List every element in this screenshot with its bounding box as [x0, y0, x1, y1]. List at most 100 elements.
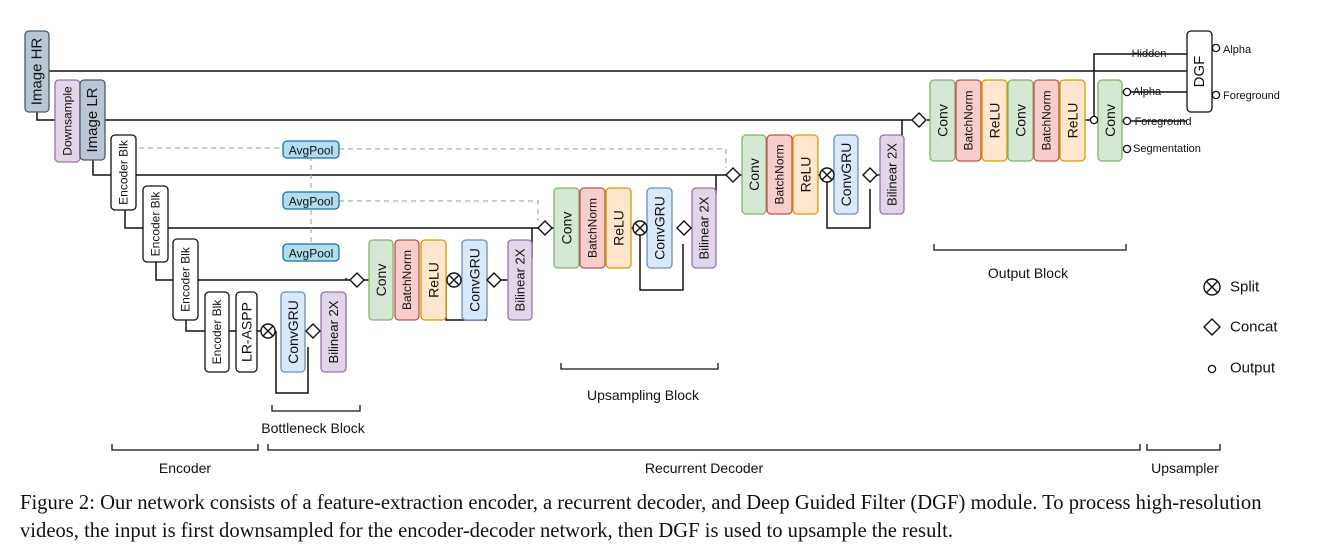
image-hr-block: Image HR [24, 30, 50, 113]
wire-level-4 [155, 262, 350, 281]
split-bottleneck [260, 323, 276, 339]
up3-convgru-label: ConvGRU [838, 143, 854, 207]
concat-up1 [486, 272, 502, 288]
segmentation-label: Segmentation [1133, 143, 1201, 155]
foreground-label: Foreground [1135, 116, 1192, 128]
wire-level-2 [92, 160, 726, 176]
out-relu-2-shape [1059, 79, 1086, 162]
up1-convgru-label: ConvGRU [467, 248, 483, 312]
concat-up2-in [537, 220, 553, 236]
split-up2-cross [634, 222, 646, 234]
lr-aspp-block: LR-ASPP [235, 291, 258, 373]
split-up3-cross [821, 169, 833, 181]
up2-convgru: ConvGRU [646, 187, 673, 269]
encoder-block-4-shape [204, 291, 230, 373]
up3-conv-shape [741, 134, 767, 215]
alpha-output [1122, 87, 1132, 97]
upsampling-bracket [560, 363, 719, 370]
image-lr-block-label: Image LR [84, 87, 101, 152]
hidden-label: Hidden [1132, 48, 1167, 60]
out-batchnorm-1-label: BatchNorm [962, 90, 976, 150]
out-relu-1-label: ReLU [987, 103, 1003, 139]
avgpool-3: AvgPool [282, 243, 340, 262]
up1-conv: Conv [368, 239, 394, 321]
out-conv-1-label: Conv [935, 104, 951, 137]
legend-split-icon [1203, 278, 1221, 296]
encoder-block-4-label: Encoder Blk [210, 299, 224, 365]
encoder-block-3-shape [172, 238, 199, 321]
split-up1 [446, 272, 462, 288]
dgf-block-label: DGF [1191, 56, 1208, 88]
up1-batchnorm: BatchNorm [394, 239, 420, 321]
encoder-block-1-shape [110, 134, 137, 211]
out-relu-2-label: ReLU [1065, 103, 1081, 139]
encoder-block-3-label: Encoder Blk [179, 246, 193, 312]
up2-batchnorm: BatchNorm [579, 187, 606, 269]
avgpool-2-label: AvgPool [289, 195, 333, 209]
avgpool-2: AvgPool [282, 191, 340, 210]
out-conv-1-shape [929, 79, 956, 162]
up3-bilinear: Bilinear 2X [879, 134, 905, 215]
out-batchnorm-1: BatchNorm [955, 79, 982, 162]
avgpool-1-shape [282, 140, 340, 159]
up3-relu-shape [792, 134, 819, 215]
out-conv-1: Conv [929, 79, 956, 162]
avgpool-1: AvgPool [282, 140, 340, 159]
up1-bilinear: Bilinear 2X [507, 239, 533, 321]
avgpool-1-label: AvgPool [289, 144, 333, 158]
upsampler-bracket [1146, 444, 1221, 451]
concat-bottleneck [305, 323, 321, 339]
up3-convgru: ConvGRU [833, 134, 859, 215]
up2-conv: Conv [553, 187, 580, 269]
bottleneck-convgru-shape [280, 291, 306, 373]
up1-relu-shape [420, 239, 447, 321]
wire-hidden [1093, 53, 1187, 120]
image-hr-block-shape [24, 30, 50, 113]
concat-up2 [676, 220, 692, 236]
out-relu-1-shape [981, 79, 1008, 162]
bottleneck-convgru: ConvGRU [280, 291, 306, 373]
wire-enc4 [185, 320, 205, 332]
segmentation-output [1122, 144, 1132, 154]
dgf-alpha-output [1211, 43, 1221, 53]
wire-up3-loop [826, 175, 871, 229]
upsampler-section-label: Upsampler [1151, 460, 1219, 476]
up1-bilinear-shape [507, 239, 533, 321]
out-relu-1: ReLU [981, 79, 1008, 162]
encoder-section-label: Encoder [159, 460, 211, 476]
avgpool-3-shape [282, 243, 340, 262]
up3-bilinear-label: Bilinear 2X [885, 143, 900, 206]
up2-relu-label: ReLU [611, 210, 627, 246]
up2-bilinear-shape [691, 187, 717, 269]
dgf-block: DGF [1186, 30, 1213, 113]
concat-out-in [911, 112, 927, 128]
split-up2 [632, 220, 648, 236]
up3-relu: ReLU [792, 134, 819, 215]
up1-bilinear-label: Bilinear 2X [513, 248, 528, 311]
up1-batchnorm-shape [394, 239, 420, 321]
legend-split-icon-cross [1205, 280, 1219, 294]
up1-batchnorm-label: BatchNorm [400, 250, 414, 310]
encoder-bracket [111, 444, 259, 451]
bottleneck-block-label: Bottleneck Block [261, 420, 365, 436]
up3-batchnorm: BatchNorm [766, 134, 793, 215]
wire-bottleneck-loop [275, 331, 309, 394]
image-lr-block: Image LR [79, 79, 106, 161]
lr-aspp-block-label: LR-ASPP [239, 302, 255, 362]
up3-relu-label: ReLU [798, 157, 814, 193]
legend-split-label: Split [1230, 279, 1260, 296]
upsampling-block-label: Upsampling Block [587, 387, 700, 403]
out-conv-2: Conv [1007, 79, 1034, 162]
encoder-block-3: Encoder Blk [172, 238, 199, 321]
split-bottleneck-cross [262, 325, 274, 337]
out-conv-2-label: Conv [1013, 104, 1029, 137]
wire-up2-loop [639, 228, 684, 291]
legend-concat-icon [1203, 318, 1221, 336]
out-batchnorm-1-shape [955, 79, 982, 162]
legend-concat-label: Concat [1230, 319, 1278, 336]
downsample-block: Downsample [54, 79, 81, 163]
up2-bilinear: Bilinear 2X [691, 187, 717, 269]
figure-caption: Figure 2: Our network consists of a feat… [20, 492, 1262, 542]
up1-convgru: ConvGRU [461, 239, 488, 321]
